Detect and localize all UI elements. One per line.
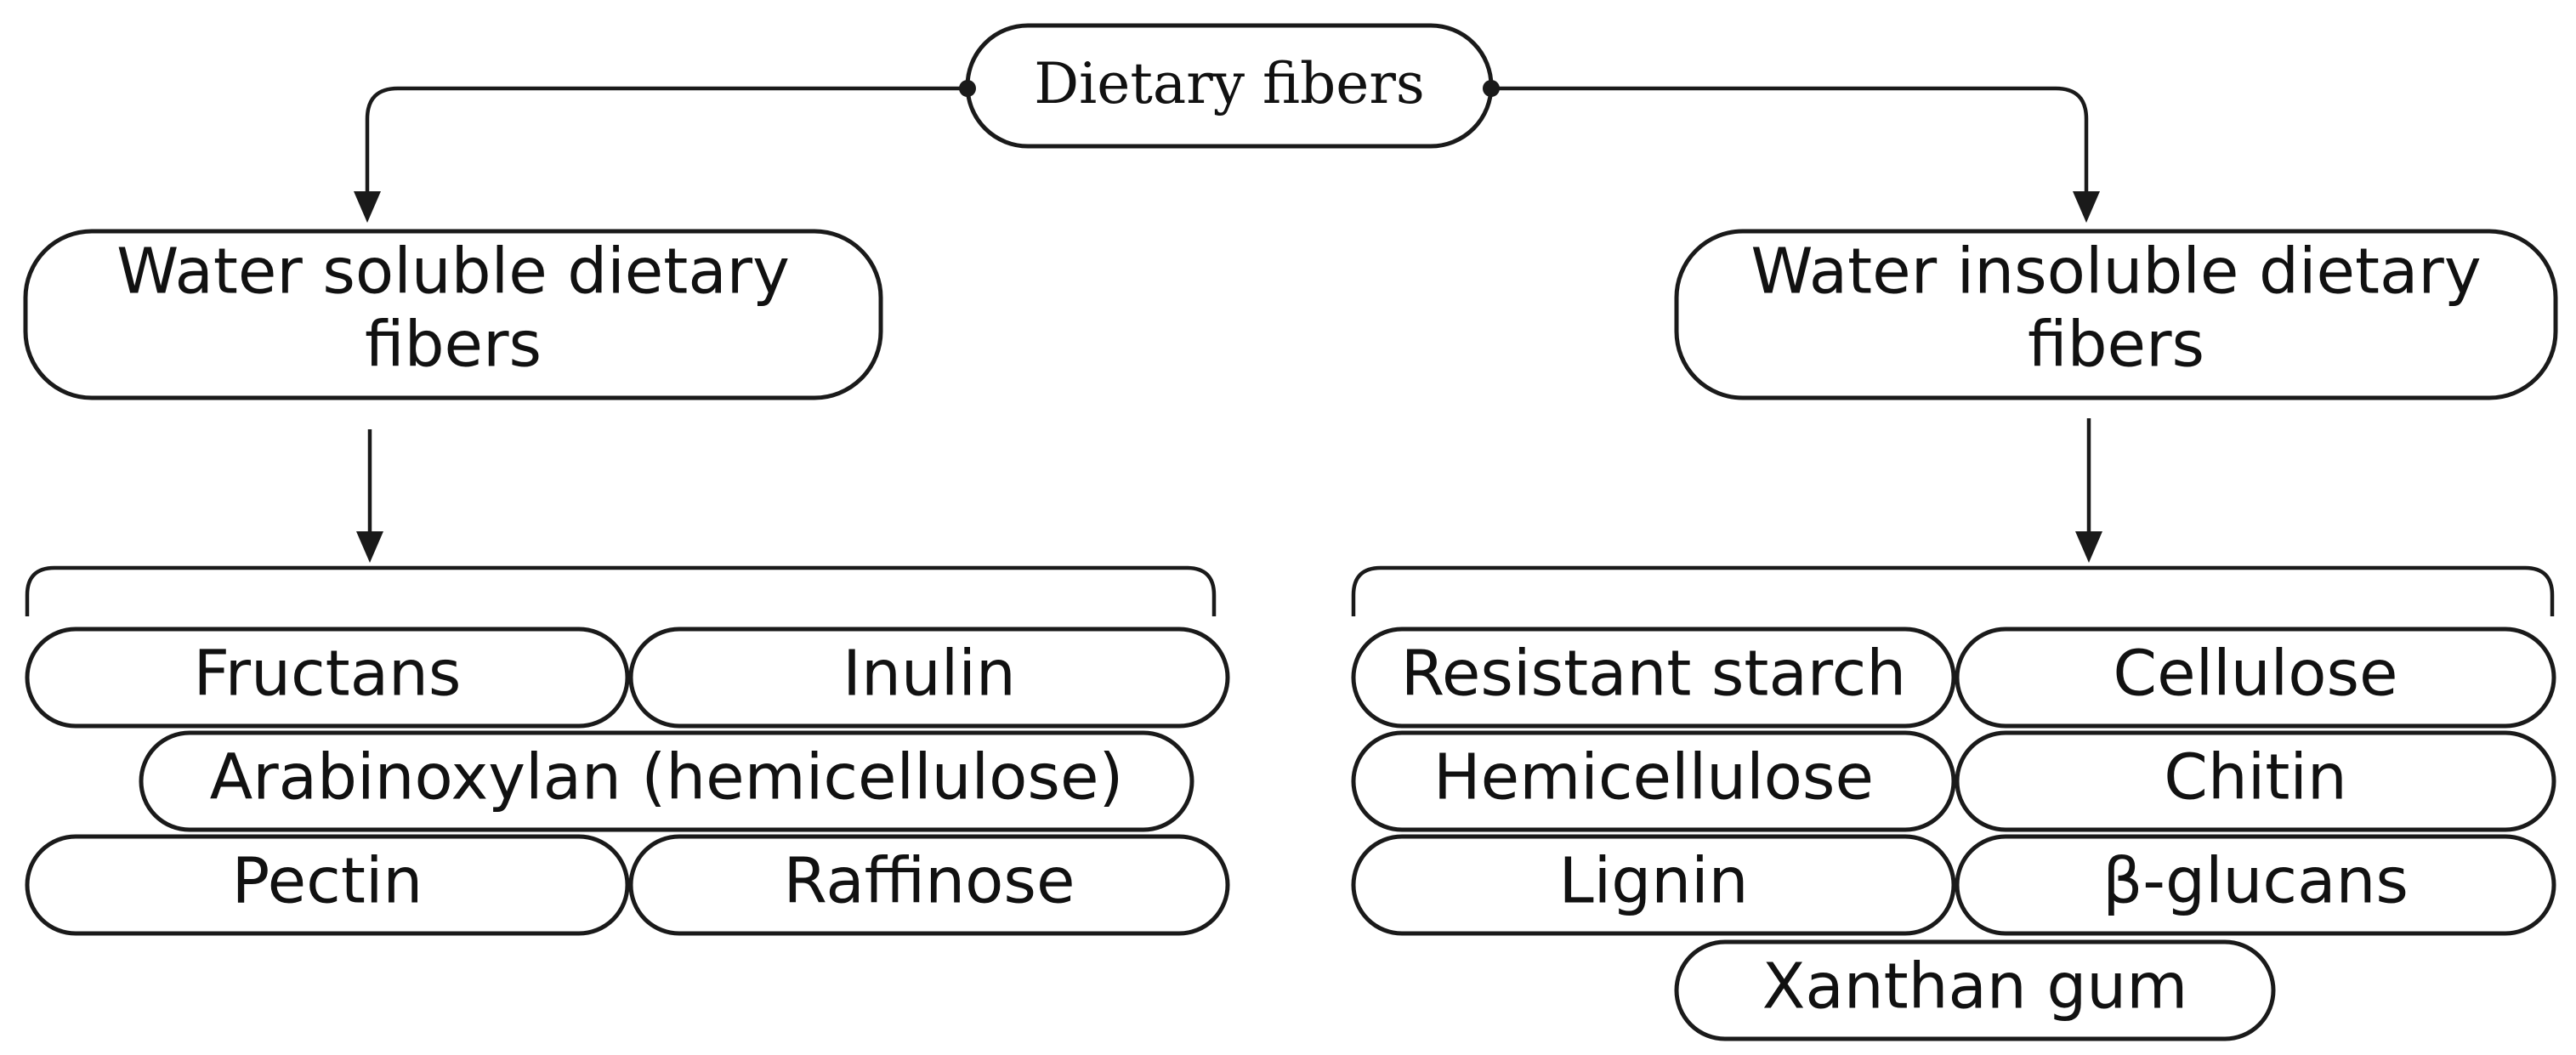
soluble-title-line1: Water soluble dietary <box>116 235 790 309</box>
svg-text:Chitin: Chitin <box>2164 741 2347 814</box>
insoluble-down-arrow <box>2075 418 2102 563</box>
insoluble-item-xanthan-gum: Xanthan gum <box>1674 939 2276 1041</box>
svg-text:Lignin: Lignin <box>1558 845 1748 918</box>
soluble-item-arabinoxylan: Arabinoxylan (hemicellulose) <box>139 730 1194 832</box>
soluble-item-inulin: Inulin <box>628 627 1230 729</box>
insoluble-item-lignin: Lignin <box>1351 834 1956 936</box>
svg-text:Inulin: Inulin <box>843 638 1016 711</box>
insoluble-item-resistant-starch: Resistant starch <box>1351 627 1956 729</box>
svg-text:Raffinose: Raffinose <box>784 845 1075 918</box>
soluble-down-arrow <box>356 429 383 563</box>
insoluble-title-line1: Water insoluble dietary <box>1750 235 2481 309</box>
root-node: Dietary fibers <box>965 23 1494 149</box>
insoluble-title-line2: fibers <box>2028 309 2204 382</box>
svg-text:β-glucans: β-glucans <box>2102 845 2409 918</box>
insoluble-category-node: Water insoluble dietary fibers <box>1674 229 2558 400</box>
svg-text:Cellulose: Cellulose <box>2113 638 2397 711</box>
insoluble-item-beta-glucans: β-glucans <box>1955 834 2556 936</box>
root-connector-right <box>1483 80 2100 223</box>
insoluble-group-bracket <box>1351 565 2555 616</box>
root-label: Dietary fibers <box>1034 51 1425 116</box>
soluble-group-bracket <box>25 565 1217 616</box>
insoluble-item-cellulose: Cellulose <box>1955 627 2556 729</box>
svg-text:Hemicellulose: Hemicellulose <box>1433 741 1874 814</box>
soluble-item-pectin: Pectin <box>25 834 630 936</box>
svg-text:Arabinoxylan (hemicellulose): Arabinoxylan (hemicellulose) <box>210 741 1124 814</box>
svg-text:Xanthan gum: Xanthan gum <box>1762 950 2188 1024</box>
soluble-title-line2: fibers <box>365 309 542 382</box>
soluble-item-raffinose: Raffinose <box>628 834 1230 936</box>
soluble-category-node: Water soluble dietary fibers <box>23 229 883 400</box>
insoluble-item-hemicellulose: Hemicellulose <box>1351 730 1956 832</box>
svg-text:Resistant starch: Resistant starch <box>1401 638 1906 711</box>
svg-text:Fructans: Fructans <box>193 638 461 711</box>
root-connector-left <box>354 80 976 223</box>
svg-text:Pectin: Pectin <box>232 845 423 918</box>
insoluble-item-chitin: Chitin <box>1955 730 2556 832</box>
soluble-item-fructans: Fructans <box>25 627 630 729</box>
